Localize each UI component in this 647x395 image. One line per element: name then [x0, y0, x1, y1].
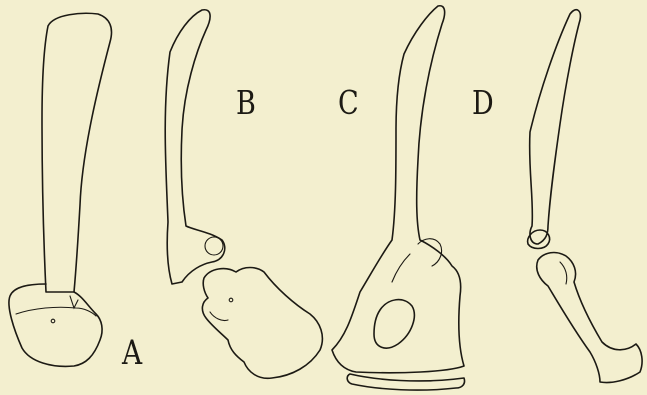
- specimen-d-ridge: [560, 262, 567, 284]
- specimen-a-foramen: [51, 319, 55, 323]
- panel-label-c: C: [338, 86, 359, 119]
- specimen-b-condyle: [205, 237, 223, 255]
- panel-label-d: D: [472, 86, 494, 119]
- specimen-d: [528, 10, 642, 383]
- specimen-d-blade: [530, 10, 581, 244]
- specimen-b-blade: [165, 10, 225, 284]
- specimen-b-notch: [210, 312, 228, 321]
- specimen-c-outline: [332, 6, 464, 373]
- specimen-c-base-plate: [347, 374, 464, 390]
- specimen-c-joint: [418, 239, 442, 266]
- specimen-c-opening: [374, 300, 414, 348]
- panel-label-b: B: [236, 86, 256, 119]
- specimen-a-suture: [16, 307, 96, 316]
- specimen-c: [332, 6, 465, 390]
- specimen-c-ridge: [392, 254, 410, 282]
- specimen-a-notch: [70, 296, 78, 308]
- specimen-b-foramen: [229, 298, 233, 302]
- specimen-d-lower-element: [537, 253, 642, 383]
- specimen-a: [9, 13, 112, 366]
- specimen-b: [165, 10, 322, 379]
- specimen-b-lower-element: [202, 268, 322, 379]
- specimen-a-plate: [9, 284, 102, 366]
- specimen-a-shaft: [42, 13, 112, 292]
- panel-label-a: A: [122, 336, 142, 370]
